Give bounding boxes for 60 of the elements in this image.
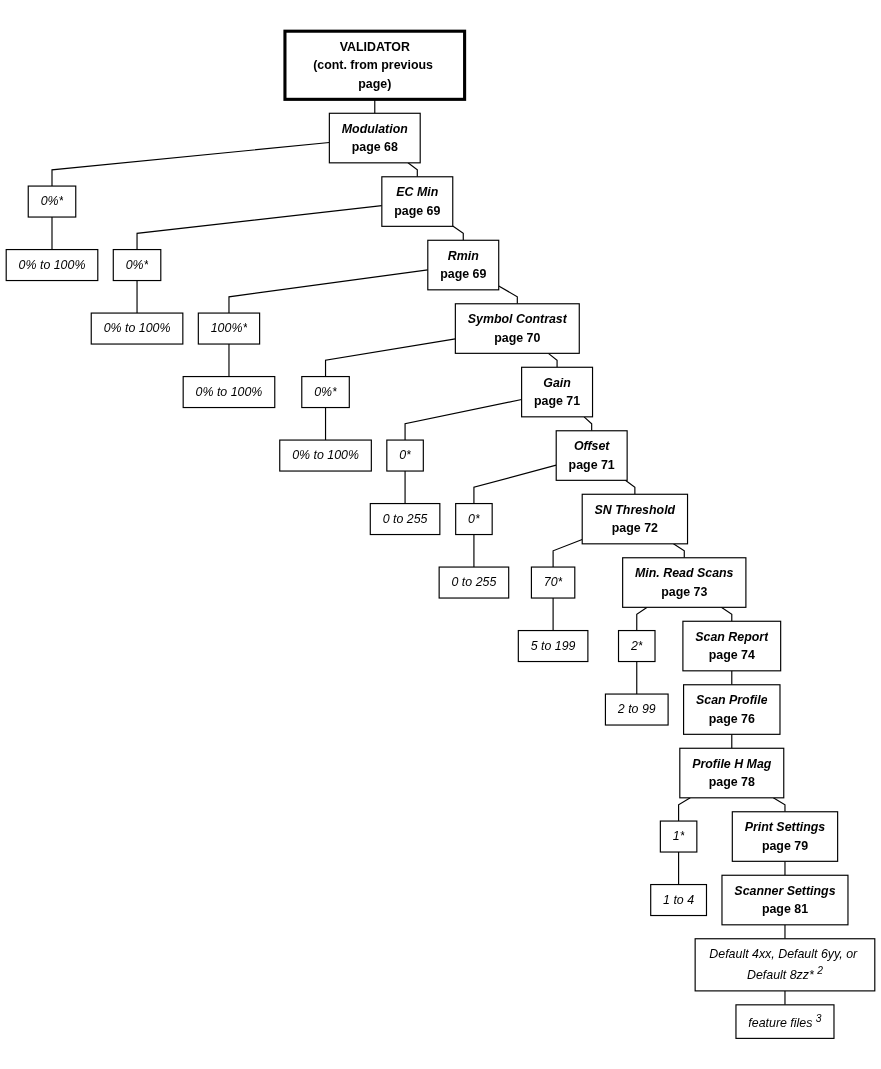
connector <box>784 860 786 876</box>
connector <box>136 279 138 314</box>
node-box: 5 to 199 <box>517 629 589 662</box>
node-box: EC Min page 69 <box>381 175 454 227</box>
connector <box>636 606 648 631</box>
node-box: 0%* <box>112 248 162 281</box>
node-box: 0%* <box>301 375 350 408</box>
connector <box>720 606 733 622</box>
node-box: 1* <box>659 820 698 853</box>
node-box: Print Settings page 79 <box>731 810 839 862</box>
connector <box>784 923 786 940</box>
node-box: 0% to 100% <box>279 439 372 472</box>
connector <box>498 285 518 305</box>
node-box: 0% to 100% <box>90 312 184 345</box>
node-box: Profile H Mag page 78 <box>679 747 785 799</box>
connector <box>228 343 230 377</box>
node-box: Default 4xx, Default 6yy, or Default 8zz* $^{2}$ <box>694 937 876 992</box>
node-box: 0 to 255 <box>369 502 441 535</box>
node-box: SN Threshold page 72 <box>581 493 689 545</box>
connector <box>678 851 680 885</box>
node-box: 0* <box>386 439 424 472</box>
node-box: Scanner Settings page 81 <box>721 874 849 926</box>
connector <box>583 415 593 432</box>
connector <box>784 990 786 1006</box>
node-box: 2 to 99 <box>604 693 669 726</box>
node-box: 0% to 100% <box>5 248 99 281</box>
connector <box>636 660 638 695</box>
node-box: Scan Profile page 76 <box>683 683 781 735</box>
connector <box>51 216 53 250</box>
connector <box>51 141 330 187</box>
connector <box>473 464 557 504</box>
connector <box>552 597 554 631</box>
node-box: Modulation page 68 <box>328 112 421 164</box>
connector <box>324 337 456 377</box>
node-box: Gain page 71 <box>521 366 594 418</box>
node-box: Min. Read Scans page 73 <box>622 556 747 608</box>
connector <box>452 225 464 241</box>
connector <box>552 538 583 568</box>
connector <box>547 352 558 368</box>
node-box: 0%* <box>27 185 77 218</box>
connector <box>624 479 636 495</box>
connector <box>407 161 418 178</box>
node-box: 0% to 100% <box>182 375 276 408</box>
node-box: 1 to 4 <box>650 883 708 916</box>
connector <box>772 796 786 813</box>
connector <box>404 470 406 504</box>
connector <box>324 406 327 441</box>
node-box: 0 to 255 <box>438 566 510 599</box>
connector <box>473 533 475 568</box>
node-box: Rmin page 69 <box>427 239 500 291</box>
connector <box>672 542 685 559</box>
node-box: feature files $^{3}$ <box>735 1003 835 1039</box>
node-box: 0* <box>455 502 493 535</box>
node-box: 2* <box>617 629 656 662</box>
node-box: Offset page 71 <box>555 429 628 481</box>
node-box: Symbol Contrast page 70 <box>454 302 580 354</box>
node-box: VALIDATOR (cont. from previous page) <box>283 29 467 101</box>
node-box: Scan Report page 74 <box>682 620 782 672</box>
node-box: 100%* <box>197 312 261 345</box>
node-box: 70* <box>530 566 576 599</box>
